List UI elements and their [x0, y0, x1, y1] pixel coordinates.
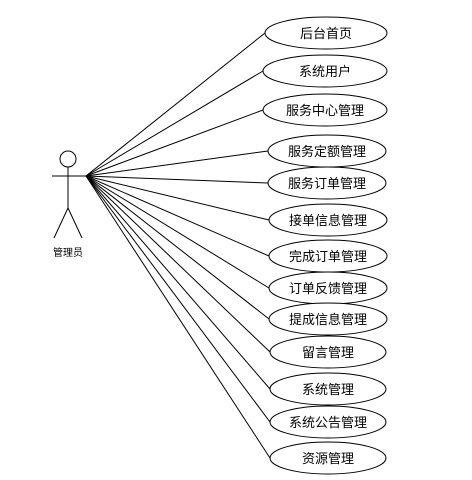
use-case: 留言管理: [269, 335, 387, 369]
use-case: 系统用户: [262, 54, 388, 88]
use-case-ellipse: [264, 16, 388, 50]
use-case-ellipse: [268, 203, 388, 237]
use-case: 资源管理: [269, 441, 387, 475]
association-lines: [85, 32, 271, 459]
actor-left-leg: [53, 207, 69, 239]
use-case: 后台首页: [264, 16, 388, 50]
actor-name: 管理员: [53, 246, 83, 259]
association-line: [85, 175, 270, 257]
association-line: [85, 175, 271, 423]
use-case-label: 资源管理: [302, 452, 354, 467]
use-case-ellipse: [268, 302, 388, 336]
association-line: [85, 32, 266, 177]
use-case: 系统管理: [269, 372, 387, 406]
use-case: 接单信息管理: [268, 203, 388, 237]
association-line: [85, 175, 270, 320]
use-case: 订单反馈管理: [268, 271, 388, 305]
use-case-label: 提成信息管理: [289, 312, 367, 328]
use-case-label: 系统用户: [299, 64, 351, 80]
use-case-list: 后台首页系统用户服务中心管理服务定额管理服务订单管理接单信息管理完成订单管理订单…: [262, 16, 388, 475]
use-case: 提成信息管理: [268, 302, 388, 336]
actor-right-leg: [67, 207, 83, 239]
association-line: [85, 109, 264, 177]
use-case-ellipse: [267, 166, 387, 200]
use-case-label: 留言管理: [302, 346, 354, 361]
association-line: [85, 70, 264, 177]
use-case-label: 后台首页: [300, 27, 352, 42]
use-case-ellipse: [262, 93, 388, 127]
association-line: [85, 175, 271, 459]
use-case-label: 系统公告管理: [289, 416, 367, 431]
use-case: 完成订单管理: [268, 239, 388, 273]
association-line: [85, 175, 270, 289]
use-case: 系统公告管理: [269, 405, 387, 439]
use-case-label: 服务定额管理: [288, 144, 366, 160]
use-case-label: 接单信息管理: [289, 213, 367, 229]
association-line: [85, 175, 270, 221]
use-case-ellipse: [269, 372, 387, 406]
use-case-label: 服务中心管理: [286, 103, 364, 119]
use-case-label: 完成订单管理: [289, 250, 367, 265]
actor-head: [59, 150, 77, 168]
association-line: [85, 150, 269, 177]
association-line: [85, 175, 271, 353]
use-case-ellipse: [269, 335, 387, 369]
use-case-ellipse: [262, 54, 388, 88]
use-case-label: 订单反馈管理: [289, 282, 367, 297]
use-case-label: 服务订单管理: [288, 176, 366, 192]
use-case: 服务定额管理: [267, 134, 387, 168]
association-line: [85, 175, 269, 184]
association-line: [85, 175, 271, 390]
use-case-label: 系统管理: [302, 383, 354, 398]
use-case: 服务订单管理: [267, 166, 387, 200]
use-case-ellipse: [269, 441, 387, 475]
use-case: 服务中心管理: [262, 93, 388, 127]
use-case-ellipse: [269, 405, 387, 439]
actor-admin: 管理员: [52, 150, 86, 259]
